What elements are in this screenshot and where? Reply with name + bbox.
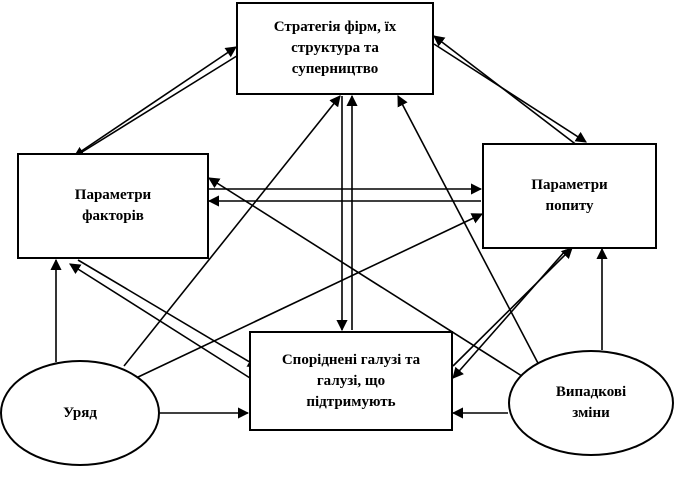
node-chance: Випадкові зміни [508,350,674,456]
arrow-chance-to-strategy [397,95,541,368]
arrow-demand-to-strategy [433,35,579,147]
double-arrow-connectors [69,35,587,379]
arrow-factors-to-related [77,259,259,368]
node-factor-conditions-label: Параметри факторів [74,187,152,224]
influence-connectors [50,95,608,419]
arrow-strategy-to-factors [73,53,241,158]
node-demand-conditions: Параметри попиту [482,143,657,249]
arrow-government-to-strategy [123,95,341,367]
node-chance-label: Випадкові зміни [555,384,627,421]
node-related-industries: Споріднені галузі та галузі, що підтриму… [249,331,453,431]
node-demand-conditions-label: Параметри попиту [531,177,608,214]
arrow-strategy-to-demand [433,43,587,143]
node-factor-conditions: Параметри факторів [17,153,209,259]
arrow-demand-to-related [452,249,567,379]
node-firm-strategy: Стратегія фірм, їх структура та суперниц… [236,2,434,95]
arrow-related-to-demand [452,247,573,367]
arrow-chance-to-factors [208,177,526,379]
arrow-factors-to-strategy [79,46,237,153]
node-government: Уряд [0,360,160,466]
node-related-industries-label: Споріднені галузі та галузі, що підтриму… [281,351,421,410]
node-government-label: Уряд [63,404,97,421]
arrow-government-to-demand [135,213,484,379]
node-firm-strategy-label: Стратегія фірм, їх структура та суперниц… [273,19,397,77]
